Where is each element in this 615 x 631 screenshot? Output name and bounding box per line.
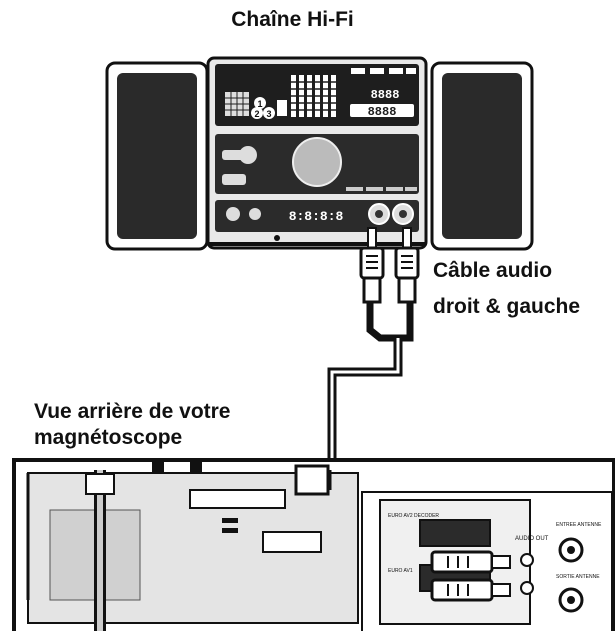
euro-av2-label: EURO AV2 DECODER [388, 513, 439, 519]
antenna-out-label: SORTIE ANTENNE [556, 574, 600, 580]
cable-label-line1: Câble audio [433, 259, 553, 282]
vcr-label-line2: magnétoscope [34, 426, 183, 449]
display-number-1: 1 [257, 99, 262, 109]
vcr-label-line1: Vue arrière de votre [34, 400, 231, 423]
audio-out-label: AUDIO OUT [515, 536, 549, 542]
display-time: 8:8:8:8 [289, 209, 344, 224]
display-digits-bottom: 8888 [368, 105, 397, 119]
euro-av1-label: EURO AV1 [388, 568, 413, 574]
rca-plug-right [394, 227, 420, 304]
rca-plug-vcr-bottom [430, 578, 511, 602]
cable-label-line2: droit & gauche [433, 295, 581, 318]
rca-plug-left [359, 227, 385, 304]
right-speaker [430, 61, 534, 251]
volume-knob [292, 137, 342, 187]
display-number-2: 2 [254, 109, 259, 119]
display-digits-top: 8888 [371, 88, 400, 102]
stereo-unit: 1 2 3 8888 8888 [206, 56, 428, 250]
diagram-title: Chaîne Hi-Fi [231, 8, 354, 31]
antenna-in-label: ENTREE ANTENNE [556, 522, 602, 528]
vcr-rear: EURO AV2 DECODER EURO AV1 AUDIO OUT ENTR… [12, 458, 615, 631]
rca-plug-vcr-top [430, 550, 511, 574]
left-speaker [105, 61, 209, 251]
display-number-3: 3 [266, 109, 271, 119]
